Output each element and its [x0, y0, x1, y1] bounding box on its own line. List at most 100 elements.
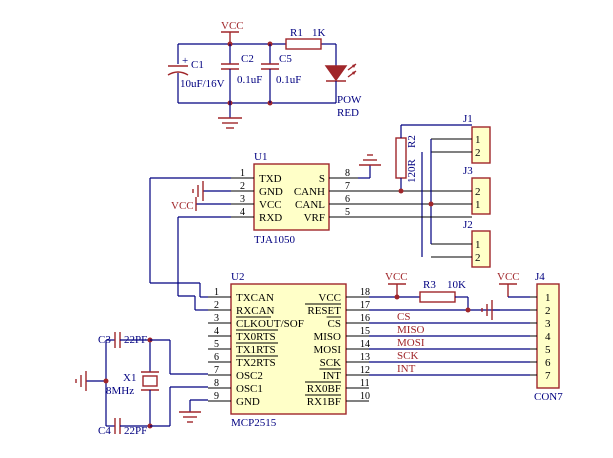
j2-ref: J2: [463, 219, 473, 231]
u2-part: MCP2515: [231, 417, 277, 429]
net-mosi: MOSI: [397, 337, 425, 349]
c5-ref: C5: [279, 53, 292, 65]
u2-pin-num: 12: [360, 365, 370, 376]
c1-ref: C1: [191, 59, 204, 71]
u1-pin-name: CANH: [294, 186, 325, 198]
r1-ref: R1: [290, 27, 303, 39]
u2-pin-name: OSC1: [236, 383, 263, 395]
u2-pin-num: 7: [214, 365, 219, 376]
u2-pin-name: MISO: [313, 331, 341, 343]
r2-ref: R2: [406, 135, 418, 148]
vcc-label-j4: VCC: [497, 271, 520, 283]
u2-pin-name: RESET: [307, 305, 341, 317]
u2-pin-num: 13: [360, 352, 370, 363]
x1-value: 8MHz: [106, 385, 134, 397]
u1-pin-num: 5: [345, 207, 350, 218]
power-section: VCC + C1 10uF/16V C2 0.1uF: [167, 20, 362, 129]
u2-pin-num: 17: [360, 300, 370, 311]
u2-pin-name: INT: [323, 370, 342, 382]
u2-pin-name: RXCAN: [236, 305, 275, 317]
u2-pin-name: GND: [236, 396, 260, 408]
j1-pin-2: 2: [475, 147, 481, 159]
u2-pin-name: RX0BF: [307, 383, 341, 395]
u2-pin-name: OSC2: [236, 370, 263, 382]
u1-pin-name: CANL: [295, 199, 325, 211]
j4-pin: 6: [545, 357, 551, 369]
c3-value: 22PF: [124, 334, 147, 346]
interconnect: VCC: [149, 154, 381, 311]
u2-pin-num: 5: [214, 339, 219, 350]
net-cs: CS: [397, 311, 410, 323]
r3-value: 10K: [447, 279, 466, 291]
u1-pin-name: VRF: [304, 212, 325, 224]
u2-pin-name: TX2RTS: [236, 357, 276, 369]
u2-ref: U2: [231, 271, 244, 283]
c3-ref: C3: [98, 334, 111, 346]
vcc-label-top: VCC: [221, 20, 244, 32]
net-miso: MISO: [397, 324, 425, 336]
j3-ref: J3: [463, 165, 473, 177]
oscillator-section: C3 22PF C4 22PF X1 8MHz: [75, 332, 208, 437]
j4-pin: 5: [545, 344, 551, 356]
u2-pin-num: 4: [214, 326, 219, 337]
u2-pin-num: 8: [214, 378, 219, 389]
u2-pin-num: 16: [360, 313, 370, 324]
u2-pin-num: 14: [360, 339, 370, 350]
u2-pin-num: 2: [214, 300, 219, 311]
net-sck: SCK: [397, 350, 418, 362]
ground-symbol-xtal: [75, 371, 87, 391]
u2-pin-num: 6: [214, 352, 219, 363]
u1-ref: U1: [254, 151, 267, 163]
j4-ref: J4: [535, 271, 545, 283]
u2-pin-name: MOSI: [313, 344, 341, 356]
u1-pin-num: 2: [240, 181, 245, 192]
u1-pin-name: TXD: [259, 173, 282, 185]
j3-pin-1: 1: [475, 199, 481, 211]
u2-pin-num: 10: [360, 391, 370, 402]
u2-pin-num: 11: [360, 378, 370, 389]
u1-pin-num: 4: [240, 207, 245, 218]
j4-pin: 3: [545, 318, 551, 330]
r2-value: 120R: [406, 159, 418, 184]
c4-ref: C4: [98, 425, 111, 437]
ground-symbol-u2: [179, 411, 201, 423]
led-label-1: POW: [337, 94, 362, 106]
u2-pin-num: 3: [214, 313, 219, 324]
u2-pin-name: RX1BF: [307, 396, 341, 408]
u2-pin-name: TX0RTS: [236, 331, 276, 343]
u2-pin-name: TXCAN: [236, 292, 274, 304]
u1-pin-name: GND: [259, 186, 283, 198]
u1-pin-num: 8: [345, 168, 350, 179]
j2-pin-1: 1: [475, 239, 481, 251]
u2-pin-name: CLKOUT/SOF: [236, 318, 304, 330]
u2-pin-num: 15: [360, 326, 370, 337]
u1-pin-name: S: [319, 173, 325, 185]
net-int: INT: [397, 363, 416, 375]
u1-pin-num: 6: [345, 194, 350, 205]
vcc-label-u1: VCC: [171, 200, 194, 212]
u2-pin-name: TX1RTS: [236, 344, 276, 356]
ground-symbol-j4: [481, 300, 493, 320]
ground-symbol-u1: [192, 181, 204, 201]
u2-pin-name: CS: [328, 318, 341, 330]
ground-symbol-top: [218, 117, 242, 129]
x1-ref: X1: [123, 372, 136, 384]
j4-pin: 2: [545, 305, 551, 317]
u1-transceiver: U1 TJA1050: [231, 151, 472, 246]
u1-pin-num: 1: [240, 168, 245, 179]
spi-section: VCC R3 10K VCC CS MISO MOSI: [369, 271, 563, 403]
u2-pin-num: 9: [214, 391, 219, 402]
u1-pin-num: 3: [240, 194, 245, 205]
u2-pin-name: SCK: [320, 357, 341, 369]
j4-pin: 1: [545, 292, 551, 304]
j4-pin: 7: [545, 370, 551, 382]
j1-pin-1: 1: [475, 134, 481, 146]
c5-value: 0.1uF: [276, 74, 301, 86]
u2-pin-name: VCC: [318, 292, 341, 304]
can-connectors: R2 120R J1 1 2 J3 2 1 J2 1 2: [343, 113, 491, 268]
u1-part: TJA1050: [254, 234, 295, 246]
j3-pin-2: 2: [475, 186, 481, 198]
ground-symbol-s: [359, 154, 381, 166]
u1-pin-num: 7: [345, 181, 350, 192]
